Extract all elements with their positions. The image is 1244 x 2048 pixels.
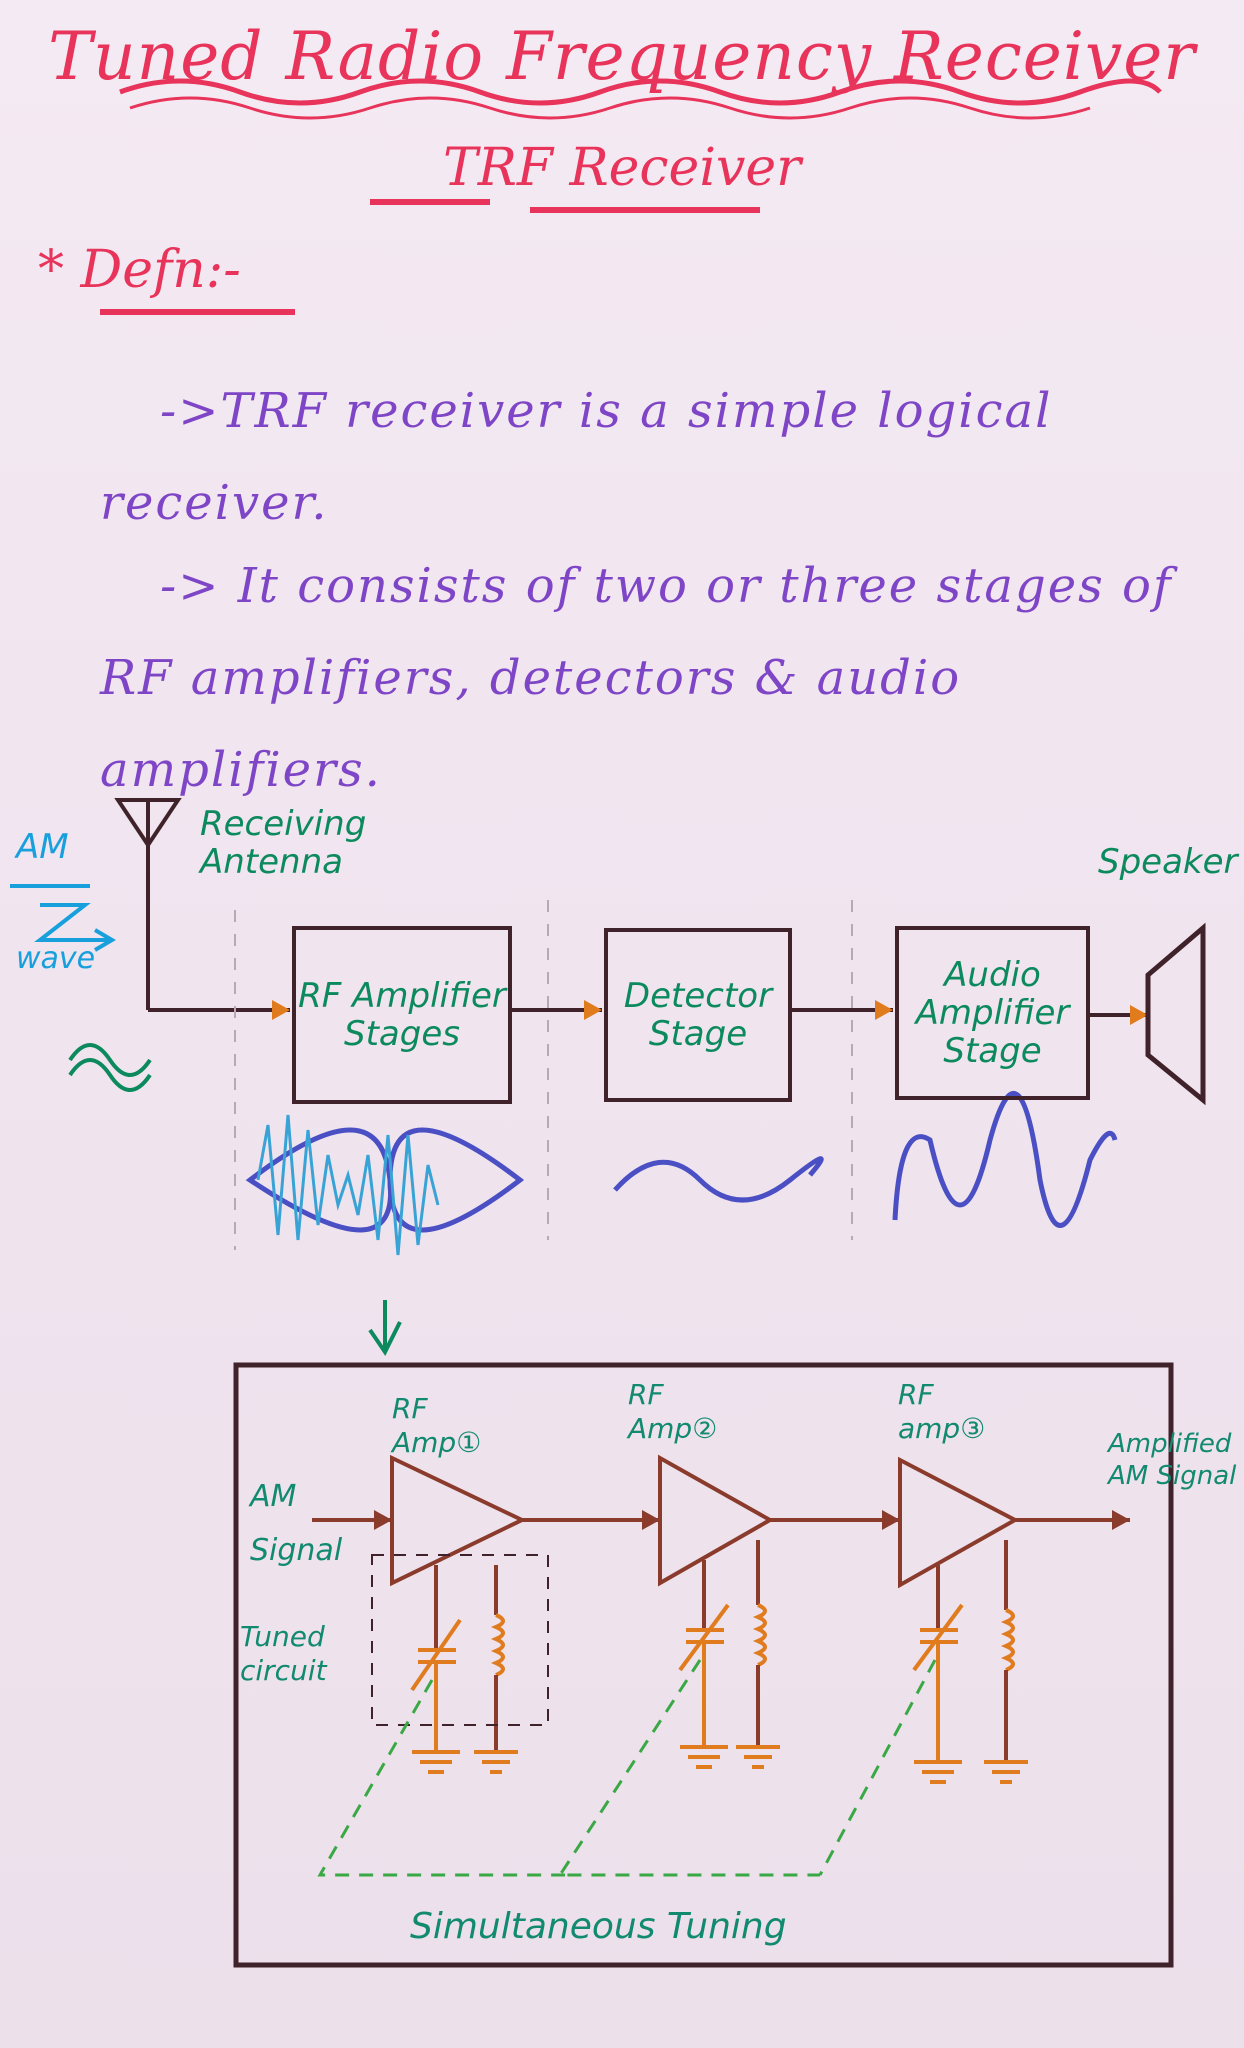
am-wave-arrow-icon bbox=[10, 884, 116, 952]
tuned-circuit-1-icon bbox=[410, 1565, 518, 1774]
arrow-into-audio bbox=[875, 1000, 893, 1020]
speaker-icon bbox=[1145, 922, 1206, 1106]
definition-line-1: ->TRF receiver is a simple logical recei… bbox=[100, 383, 1053, 531]
block-detector: Detector Stage bbox=[604, 928, 792, 1102]
rf-amp-3-icon bbox=[898, 1456, 1020, 1589]
arrow-into-detector bbox=[584, 1000, 602, 1020]
tuned-circuit-highlight bbox=[371, 1554, 549, 1726]
tuned-circuit-3-icon bbox=[912, 1540, 1028, 1784]
output-signal-label: Amplified AM Signal bbox=[1108, 1429, 1237, 1491]
page-title: Tuned Radio Frequency Receiver bbox=[48, 18, 1196, 95]
rf-amp-2-label: RF Amp② bbox=[628, 1378, 718, 1445]
amplified-audio-wave-icon bbox=[892, 1091, 1118, 1228]
block-audio-amplifier: Audio Amplifier Stage bbox=[895, 926, 1090, 1100]
rf-amp-2-icon bbox=[658, 1454, 775, 1587]
am-label: AM bbox=[16, 827, 69, 867]
simultaneous-tuning-caption: Simultaneous Tuning bbox=[410, 1906, 787, 1947]
simultaneous-tuning-link bbox=[317, 1659, 937, 1877]
definition-line-2: -> It consists of two or three stages of… bbox=[100, 558, 1173, 798]
rf-amp-3-label: RF amp③ bbox=[898, 1378, 986, 1445]
arrow-into-amp2 bbox=[642, 1510, 660, 1530]
title-wavy-underline-2 bbox=[129, 96, 1091, 120]
detected-audio-wave-icon bbox=[613, 1156, 824, 1203]
arrow-into-amp3 bbox=[882, 1510, 900, 1530]
tuned-circuit-2-icon bbox=[678, 1540, 780, 1769]
antenna-label: Receiving Antenna bbox=[200, 804, 367, 882]
block-rf-amplifier: RF Amplifier Stages bbox=[292, 926, 512, 1104]
wave-label: wave bbox=[16, 941, 96, 976]
title-wavy-underline bbox=[119, 78, 1162, 106]
arrow-into-rf bbox=[272, 1000, 290, 1020]
arrow-into-speaker bbox=[1130, 1005, 1148, 1025]
rf-amp-1-label: RF Amp① bbox=[392, 1392, 482, 1459]
modulated-rf-signal-icon bbox=[245, 1114, 525, 1256]
output-arrow bbox=[1112, 1510, 1130, 1530]
title-underlines bbox=[100, 78, 1162, 315]
input-arrow bbox=[374, 1510, 392, 1530]
tuned-circuit-label: Tuned circuit bbox=[240, 1620, 327, 1687]
down-arrow-icon bbox=[368, 1300, 402, 1356]
definition-label: * Defn:- bbox=[38, 240, 241, 300]
circuit-frame bbox=[233, 1362, 1174, 1968]
input-signal-label: AM Signal bbox=[250, 1479, 343, 1568]
page-subtitle: TRF Receiver bbox=[443, 138, 801, 198]
small-sine-icon bbox=[68, 1043, 152, 1092]
rf-amp-1-icon bbox=[390, 1454, 527, 1587]
speaker-label: Speaker bbox=[1098, 843, 1238, 881]
